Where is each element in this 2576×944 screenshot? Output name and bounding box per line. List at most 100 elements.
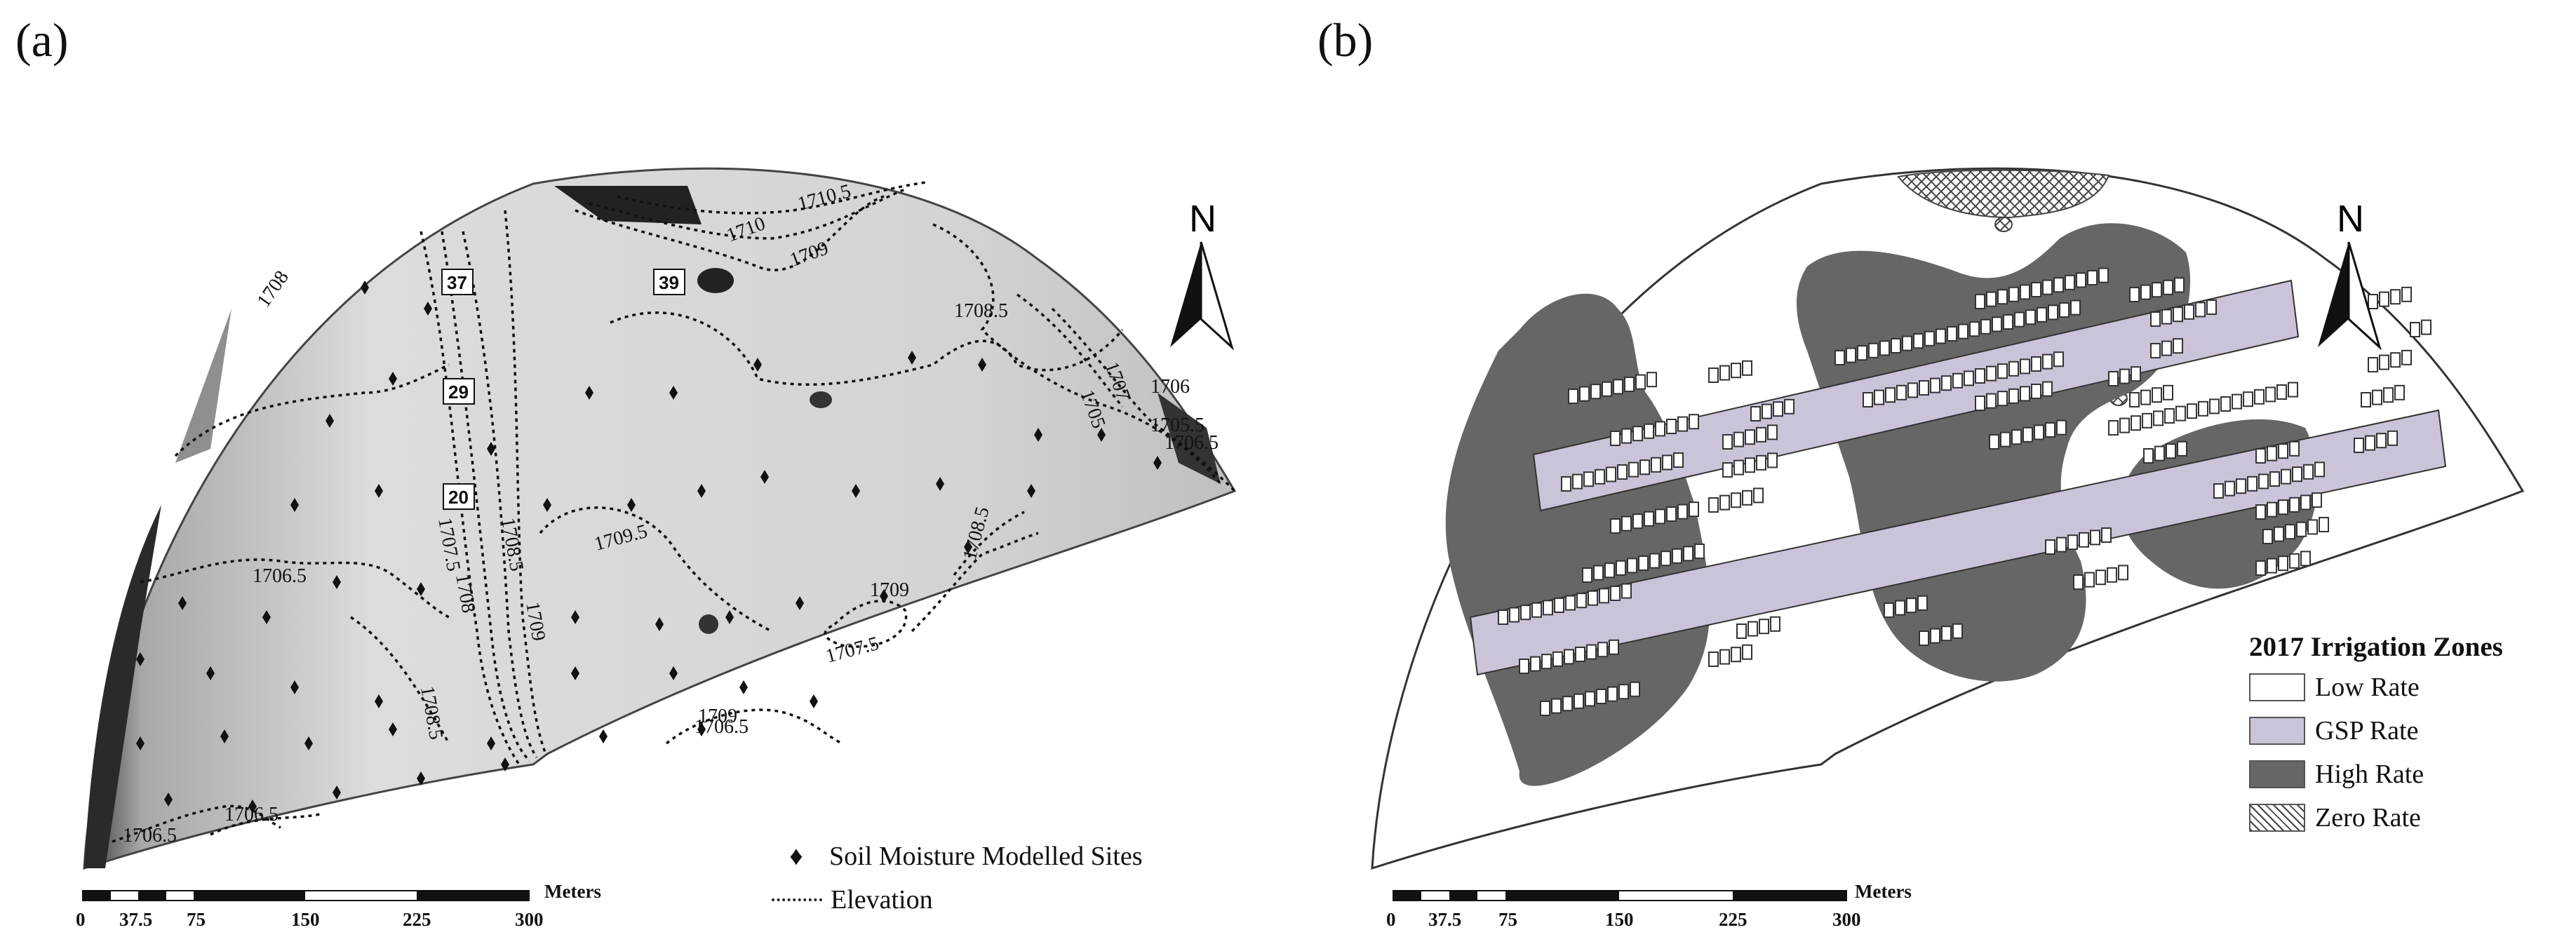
low-rate-block	[2184, 304, 2194, 320]
low-rate-block	[1756, 426, 1766, 443]
site-marker	[333, 575, 341, 589]
low-rate-block	[2108, 371, 2119, 386]
site-marker	[164, 793, 173, 807]
low-rate-block	[2000, 431, 2011, 447]
low-rate-block	[1677, 504, 1688, 520]
low-rate-block	[1708, 497, 1719, 513]
legend-title: 2017 Irrigation Zones	[2249, 632, 2503, 662]
svg-text:20: 20	[448, 487, 469, 508]
low-rate-block	[1644, 511, 1654, 527]
low-rate-block	[1666, 419, 1677, 434]
low-rate-block	[2319, 517, 2329, 532]
low-rate-block	[2008, 388, 2019, 404]
low-rate-block	[1588, 590, 1598, 606]
site-box-29: 29	[443, 378, 475, 405]
high-rate-swatch	[2249, 760, 2305, 788]
low-rate-block	[2107, 567, 2117, 583]
low-rate-block	[1896, 384, 1907, 400]
legend-item-gsp-rate: GSP Rate	[2249, 709, 2503, 753]
low-rate-block	[1719, 494, 1730, 511]
low-rate-block	[1930, 628, 1940, 644]
low-rate-block	[2394, 384, 2405, 400]
svg-text:37: 37	[447, 272, 467, 293]
contour-label-a-6: 1706.5	[253, 565, 307, 587]
low-rate-block	[1941, 375, 1952, 391]
low-rate-block	[1520, 605, 1531, 621]
low-rate-block	[1969, 321, 1980, 337]
low-rate-block	[1635, 374, 1646, 390]
low-rate-block	[1997, 391, 2008, 407]
low-rate-block	[1733, 431, 1744, 447]
low-rate-block	[2314, 461, 2325, 478]
low-rate-block	[2269, 471, 2280, 487]
low-rate-block	[2258, 473, 2269, 490]
low-rate-block	[2008, 360, 2019, 377]
low-rate-block	[2056, 537, 2067, 553]
low-rate-block	[2166, 443, 2176, 459]
low-rate-block	[2131, 415, 2141, 431]
contour-label-a-13: 1706.5	[1165, 432, 1219, 454]
site-marker	[697, 484, 706, 498]
low-rate-block	[2288, 382, 2298, 398]
low-rate-block	[2365, 435, 2375, 451]
low-rate-block	[1593, 565, 1604, 581]
low-rate-block	[2312, 492, 2322, 508]
low-rate-block	[2255, 560, 2266, 576]
site-marker	[487, 442, 495, 456]
low-rate-block	[1606, 466, 1616, 483]
site-marker	[417, 582, 425, 596]
site-marker	[333, 785, 341, 800]
low-rate-block	[2174, 277, 2185, 293]
site-marker	[725, 610, 734, 624]
low-rate-block	[2031, 356, 2041, 372]
low-rate-block	[1624, 377, 1635, 392]
gsp-rate-swatch	[2249, 717, 2305, 745]
low-rate-block	[1941, 626, 1952, 642]
panel-b-label: (b)	[1317, 13, 1374, 67]
low-rate-block	[1554, 598, 1564, 613]
low-rate-block	[1930, 377, 1940, 393]
site-marker	[389, 722, 397, 736]
low-rate-block	[2213, 483, 2224, 499]
low-rate-block	[2129, 287, 2140, 302]
site-marker	[290, 680, 299, 694]
low-rate-block	[2255, 448, 2266, 464]
low-rate-block	[2020, 386, 2030, 402]
legend-item-elevation: Elevation	[772, 878, 1143, 922]
gsp-rate-strip-lower	[1469, 409, 2447, 676]
low-rate-block	[1596, 689, 1606, 704]
low-rate-block	[2307, 519, 2318, 535]
low-rate-block	[2390, 289, 2401, 305]
contour-label-a-14: 1705.5	[1151, 414, 1205, 436]
low-rate-block	[2020, 284, 2030, 300]
legend-item-low-rate: Low Rate	[2249, 666, 2503, 709]
low-rate-block	[1731, 363, 1741, 379]
low-rate-block	[2042, 279, 2053, 295]
low-rate-block	[2278, 443, 2288, 459]
low-rate-block	[2150, 343, 2161, 358]
site-marker	[375, 694, 383, 708]
low-rate-block	[2225, 480, 2235, 497]
contour-label-a-10: 1706	[1151, 376, 1190, 398]
low-rate-block	[1895, 600, 1905, 616]
low-rate-block	[2076, 272, 2086, 288]
low-rate-block	[2292, 466, 2302, 483]
scale-tick-a-4: 225	[403, 909, 431, 930]
site-marker	[543, 498, 551, 512]
low-rate-block	[1762, 403, 1772, 419]
low-rate-block	[1902, 335, 1912, 351]
site-marker	[290, 498, 299, 512]
scale-tick-b-2: 75	[1498, 909, 1517, 930]
low-rate-block	[2372, 389, 2382, 405]
low-rate-block	[2198, 400, 2208, 417]
low-rate-block	[2011, 429, 2022, 445]
legend-zero-rate-label: Zero Rate	[2315, 803, 2421, 832]
dotted-line-icon	[772, 898, 822, 901]
low-rate-block	[1997, 289, 2008, 305]
low-rate-block	[2300, 494, 2311, 511]
low-rate-block	[1613, 379, 1623, 395]
scale-tick-b-1: 37.5	[1428, 909, 1462, 930]
contour-label-a-18: 1706.5	[123, 825, 177, 847]
low-rate-block	[2070, 299, 2081, 316]
low-rate-block	[2177, 440, 2187, 457]
